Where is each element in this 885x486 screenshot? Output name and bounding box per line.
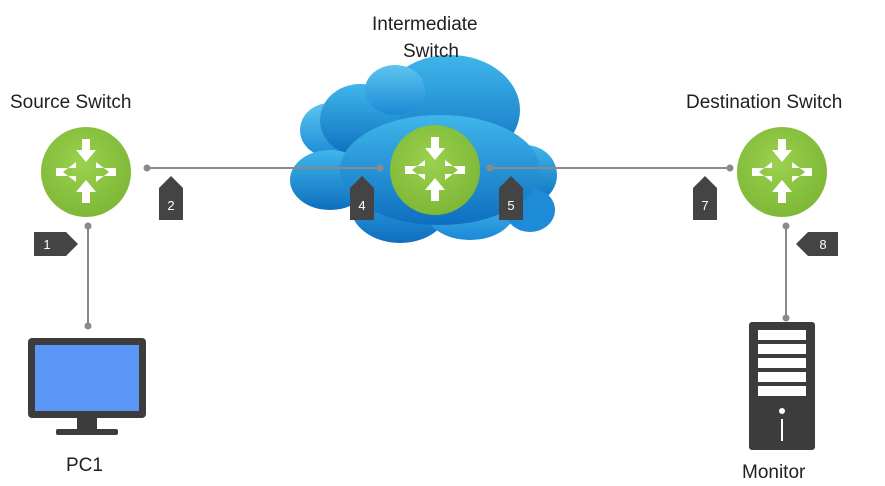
source-switch-icon <box>41 127 131 217</box>
intermediate-switch-label-line1: Intermediate <box>372 14 478 35</box>
source-switch-label: Source Switch <box>10 92 132 113</box>
intermediate-switch-icon <box>390 125 480 215</box>
pc1-label: PC1 <box>66 455 103 476</box>
marker-4-label: 4 <box>358 198 365 213</box>
intermediate-switch-label-line2: Switch <box>403 41 459 62</box>
desktop-monitor-icon <box>28 338 146 435</box>
marker-2-label: 2 <box>167 198 174 213</box>
marker-7-label: 7 <box>701 198 708 213</box>
marker-1: 1 <box>34 232 78 256</box>
monitor-label: Monitor <box>742 462 806 483</box>
marker-5-label: 5 <box>507 198 514 213</box>
marker-8: 8 <box>796 232 838 256</box>
marker-2: 2 <box>159 176 183 220</box>
destination-switch-icon <box>737 127 827 217</box>
link-source-to-pc <box>84 222 92 330</box>
link-intermediate-to-destination <box>486 164 734 172</box>
server-tower-icon <box>749 322 815 450</box>
link-destination-to-monitor <box>782 222 790 322</box>
marker-1-label: 1 <box>43 237 50 252</box>
destination-switch-label: Destination Switch <box>686 92 843 113</box>
marker-5: 5 <box>499 176 523 220</box>
marker-4: 4 <box>350 176 374 220</box>
marker-7: 7 <box>693 176 717 220</box>
link-source-to-intermediate <box>143 164 384 172</box>
marker-8-label: 8 <box>819 237 826 252</box>
